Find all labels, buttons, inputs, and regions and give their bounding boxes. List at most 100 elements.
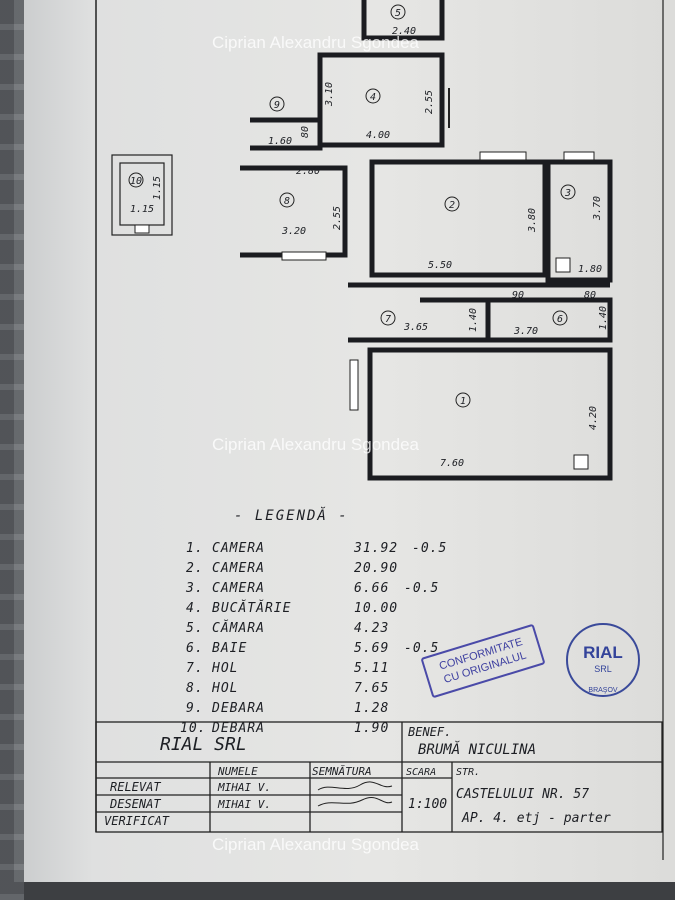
room-4-number: 4 bbox=[370, 92, 376, 103]
legend-item-1-note: -0.5 bbox=[412, 541, 447, 556]
dim-room6-depth: 1.40 bbox=[598, 306, 609, 330]
room-number-labels: 1 2 3 4 5 6 7 8 9 10 bbox=[130, 8, 571, 407]
room-1-number: 1 bbox=[460, 396, 466, 407]
dim-room5-width: 2.40 bbox=[392, 26, 416, 37]
drawing-scale: 1:100 bbox=[408, 797, 447, 812]
watermark-middle: Ciprian Alexandru Sgondea bbox=[212, 435, 420, 454]
legend-item-4-name: BUCĂTĂRIE bbox=[212, 600, 291, 616]
room-8-number: 8 bbox=[284, 196, 290, 207]
watermark-bottom: Ciprian Alexandru Sgondea bbox=[212, 835, 420, 854]
street-label: STR. bbox=[456, 767, 480, 778]
dim-room1-width: 7.60 bbox=[440, 458, 464, 469]
room-9-number: 9 bbox=[274, 100, 280, 111]
legend-item-3-name: CAMERA bbox=[212, 581, 265, 596]
legend-item-2-area: 20.90 bbox=[354, 561, 398, 576]
room-2-number: 2 bbox=[449, 200, 455, 211]
legend-item-3-note: -0.5 bbox=[404, 581, 439, 596]
room-1-walls bbox=[349, 347, 613, 481]
watermark-top: Ciprian Alexandru Sgondea bbox=[212, 33, 420, 52]
legend-item-5-number: 5. bbox=[186, 621, 204, 636]
address-line-1: CASTELULUI NR. 57 bbox=[456, 787, 589, 802]
legend-item-1-number: 1. bbox=[186, 541, 204, 556]
address-line-2: AP. 4. etj - parter bbox=[461, 811, 611, 826]
legend-list: 1. CAMERA 31.92 -0.5 2. CAMERA 20.90 3. … bbox=[180, 541, 447, 736]
legend-item-5-name: CĂMARA bbox=[212, 620, 265, 636]
role-desenat: DESENAT bbox=[109, 797, 161, 811]
seal-company-name: RIAL bbox=[583, 643, 623, 662]
role-relevat: RELEVAT bbox=[110, 780, 161, 794]
dim-room3-depth: 3.70 bbox=[592, 196, 603, 221]
legend-item-10-name: DEBARA bbox=[211, 721, 265, 736]
beneficiary-name: BRUMĂ NICULINA bbox=[418, 740, 536, 758]
seal-city: BRAŞOV bbox=[588, 687, 618, 694]
role-verificat: VERIFICAT bbox=[104, 814, 170, 828]
binder-sleeve-edge bbox=[0, 0, 24, 900]
legend-title: - LEGENDĂ - bbox=[234, 506, 349, 524]
dim-room6-niche-a: 80 bbox=[584, 290, 596, 301]
dim-room8-top: 2.80 bbox=[296, 166, 320, 177]
room-number-markers bbox=[128, 4, 576, 408]
name-relevat: MIHAI V. bbox=[217, 781, 271, 794]
room-5-number: 5 bbox=[395, 8, 401, 19]
room-10-number: 10 bbox=[130, 176, 142, 187]
legend-item-2-name: CAMERA bbox=[212, 561, 265, 576]
name-desenat: MIHAI V. bbox=[217, 798, 271, 811]
room-6-7-walls bbox=[348, 282, 613, 343]
dim-room3-width: 1.80 bbox=[578, 264, 602, 275]
legend-item-8-area: 7.65 bbox=[354, 681, 389, 696]
room-6-number: 6 bbox=[557, 314, 563, 325]
legend-item-10-area: 1.90 bbox=[354, 721, 389, 736]
dim-room2-depth: 3.80 bbox=[527, 208, 538, 233]
title-block-text: RIAL SRL BENEF. BRUMĂ NICULINA NUMELE SE… bbox=[104, 725, 611, 828]
legend-item-4-number: 4. bbox=[186, 601, 204, 616]
legend-item-1-area: 31.92 bbox=[353, 541, 398, 556]
legend-item-3-area: 6.66 bbox=[354, 581, 389, 596]
legend-item-7-number: 7. bbox=[186, 661, 204, 676]
dim-room2-width: 5.50 bbox=[428, 260, 452, 271]
room-3-walls bbox=[545, 151, 613, 283]
legend-item-6-number: 6. bbox=[186, 641, 204, 656]
legend-item-3-number: 3. bbox=[185, 581, 204, 596]
dim-room4-depth-left: 3.10 bbox=[324, 82, 335, 107]
rial-company-seal: RIAL SRL BRAŞOV bbox=[566, 623, 640, 697]
column-scara: SCARA bbox=[406, 767, 436, 778]
dim-room4-width: 4.00 bbox=[366, 130, 390, 141]
legend-item-9-name: DEBARA bbox=[211, 701, 265, 716]
dim-room7-depth: 1.40 bbox=[468, 308, 479, 332]
legend-item-6-name: BAIE bbox=[212, 641, 247, 656]
legend-item-5-area: 4.23 bbox=[354, 621, 389, 636]
legend-item-10-number: 10. bbox=[180, 721, 206, 736]
company-name: RIAL SRL bbox=[160, 734, 247, 755]
room-4-kitchen-walls bbox=[317, 52, 450, 148]
dimension-labels: 7.60 4.20 5.50 3.80 1.80 3.70 4.00 3.10 … bbox=[130, 26, 609, 469]
dim-room6-width: 3.70 bbox=[513, 326, 538, 337]
room-3-number: 3 bbox=[564, 188, 571, 199]
beneficiary-label: BENEF. bbox=[408, 725, 451, 739]
room-8-hall-walls bbox=[240, 165, 348, 261]
legend-item-7-name: HOL bbox=[211, 661, 238, 676]
dim-room4-depth-right: 2.55 bbox=[424, 90, 435, 114]
legend-item-8-number: 8. bbox=[186, 681, 204, 696]
dim-room8-depth: 2.55 bbox=[332, 206, 343, 230]
room-9-walls bbox=[250, 117, 323, 151]
room-5-pantry-walls bbox=[361, 0, 445, 41]
dim-room8-width: 3.20 bbox=[281, 226, 306, 237]
signature-relevat bbox=[317, 781, 393, 791]
legend-item-6-area: 5.69 bbox=[354, 641, 389, 656]
room-7-number: 7 bbox=[385, 314, 391, 325]
seal-srl: SRL bbox=[594, 664, 612, 674]
legend-item-9-number: 9. bbox=[186, 701, 204, 716]
legend-item-9-area: 1.28 bbox=[354, 701, 389, 716]
legend-item-7-area: 5.11 bbox=[354, 661, 389, 676]
column-numele: NUMELE bbox=[217, 765, 258, 778]
dim-room10-width: 1.15 bbox=[130, 204, 154, 215]
room-10-closet bbox=[111, 154, 173, 236]
signature-desenat bbox=[317, 797, 393, 807]
dim-room9-niche: 80 bbox=[300, 126, 311, 138]
dim-room9-width: 1.60 bbox=[268, 136, 292, 147]
room-2-walls bbox=[369, 151, 548, 278]
legend-item-1-name: CAMERA bbox=[212, 541, 265, 556]
legend-item-2-number: 2. bbox=[186, 561, 204, 576]
